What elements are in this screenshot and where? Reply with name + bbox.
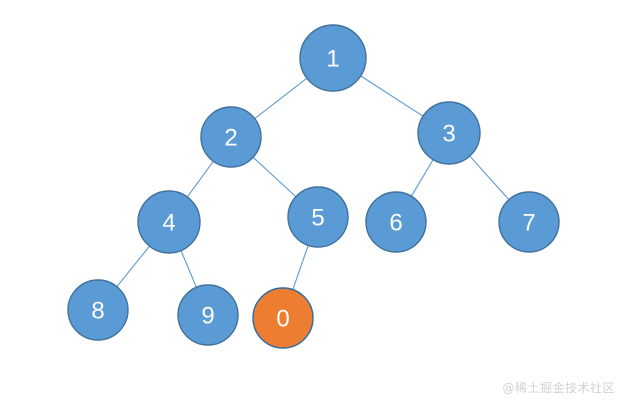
node-label-9: 9: [201, 303, 214, 330]
node-circle-4[interactable]: [137, 190, 201, 254]
tree-node-8[interactable]: 8: [67, 279, 129, 341]
tree-node-1[interactable]: 1: [299, 24, 367, 92]
node-circle-2[interactable]: [200, 106, 262, 168]
node-label-7: 7: [522, 210, 535, 237]
node-circle-0[interactable]: [252, 287, 314, 349]
tree-edge-5-0: [291, 244, 310, 291]
tree-node-5[interactable]: 5: [287, 186, 349, 248]
tree-edge-4-9: [180, 249, 198, 289]
node-label-5: 5: [311, 205, 324, 232]
node-label-3: 3: [442, 121, 455, 148]
node-circle-8[interactable]: [67, 279, 129, 341]
tree-edge-2-4: [186, 160, 215, 199]
tree-edge-3-7: [468, 154, 511, 201]
node-label-8: 8: [91, 298, 104, 325]
edges-layer: [115, 74, 511, 291]
node-label-2: 2: [224, 125, 237, 152]
node-circle-9[interactable]: [177, 284, 239, 346]
tree-node-6[interactable]: 6: [365, 191, 427, 253]
tree-node-0[interactable]: 0: [252, 287, 314, 349]
tree-node-9[interactable]: 9: [177, 284, 239, 346]
tree-edge-2-5: [251, 156, 298, 198]
tree-edge-1-3: [359, 74, 425, 118]
tree-edge-1-2: [253, 77, 309, 120]
tree-node-4[interactable]: 4: [137, 190, 201, 254]
node-label-6: 6: [389, 210, 402, 237]
tree-node-3[interactable]: 3: [417, 101, 481, 165]
node-circle-7[interactable]: [498, 191, 560, 253]
node-circle-1[interactable]: [299, 24, 367, 92]
node-label-1: 1: [326, 46, 339, 73]
nodes-layer: 1 2 3 4 5 6 7 8 9 0: [67, 24, 560, 349]
watermark-text: @稀土掘金技术社区: [502, 381, 615, 395]
tree-edge-4-8: [115, 245, 151, 288]
tree-node-2[interactable]: 2: [200, 106, 262, 168]
tree-edge-3-6: [410, 158, 435, 198]
node-circle-5[interactable]: [287, 186, 349, 248]
node-label-0: 0: [276, 306, 289, 333]
node-circle-3[interactable]: [417, 101, 481, 165]
node-circle-6[interactable]: [365, 191, 427, 253]
node-label-4: 4: [162, 210, 175, 237]
tree-node-7[interactable]: 7: [498, 191, 560, 253]
